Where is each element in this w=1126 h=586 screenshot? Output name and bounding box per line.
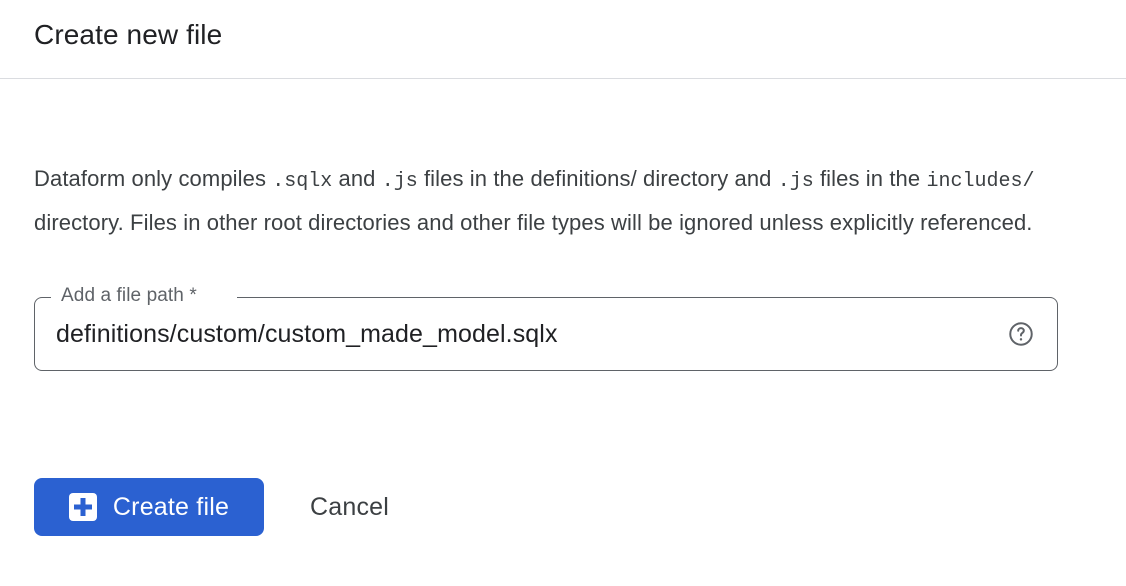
description-segment-5: files in the [813,166,927,191]
create-file-button[interactable]: Create file [34,478,264,536]
create-file-button-label: Create file [112,492,230,521]
code-sqlx: .sqlx [272,170,333,193]
help-circle-icon[interactable] [1006,319,1036,349]
dialog-header: Create new file [0,0,1126,79]
path-definitions: definitions/ [530,166,637,191]
add-box-icon [68,493,97,521]
cancel-button[interactable]: Cancel [302,478,397,536]
code-js-1: .js [381,170,418,193]
page-title: Create new file [34,19,223,50]
description-segment-1: Dataform only compiles [34,166,273,191]
header-divider [0,78,1126,79]
file-path-field[interactable]: Add a file path * [34,285,1058,371]
description-segment-6: directory. Files in other root directori… [34,210,1033,235]
description-segment-4: directory and [636,166,778,191]
dialog-actions: Create file Cancel [34,478,397,536]
description-text: Dataform only compiles .sqlx and .js fil… [34,158,1064,243]
dialog-body: Dataform only compiles .sqlx and .js fil… [0,79,1126,586]
file-path-input[interactable] [56,297,986,371]
code-includes: includes/ [926,170,1035,193]
description-segment-3: files in the [417,166,531,191]
code-js-2: .js [777,170,814,193]
description-segment-2: and [332,166,382,191]
